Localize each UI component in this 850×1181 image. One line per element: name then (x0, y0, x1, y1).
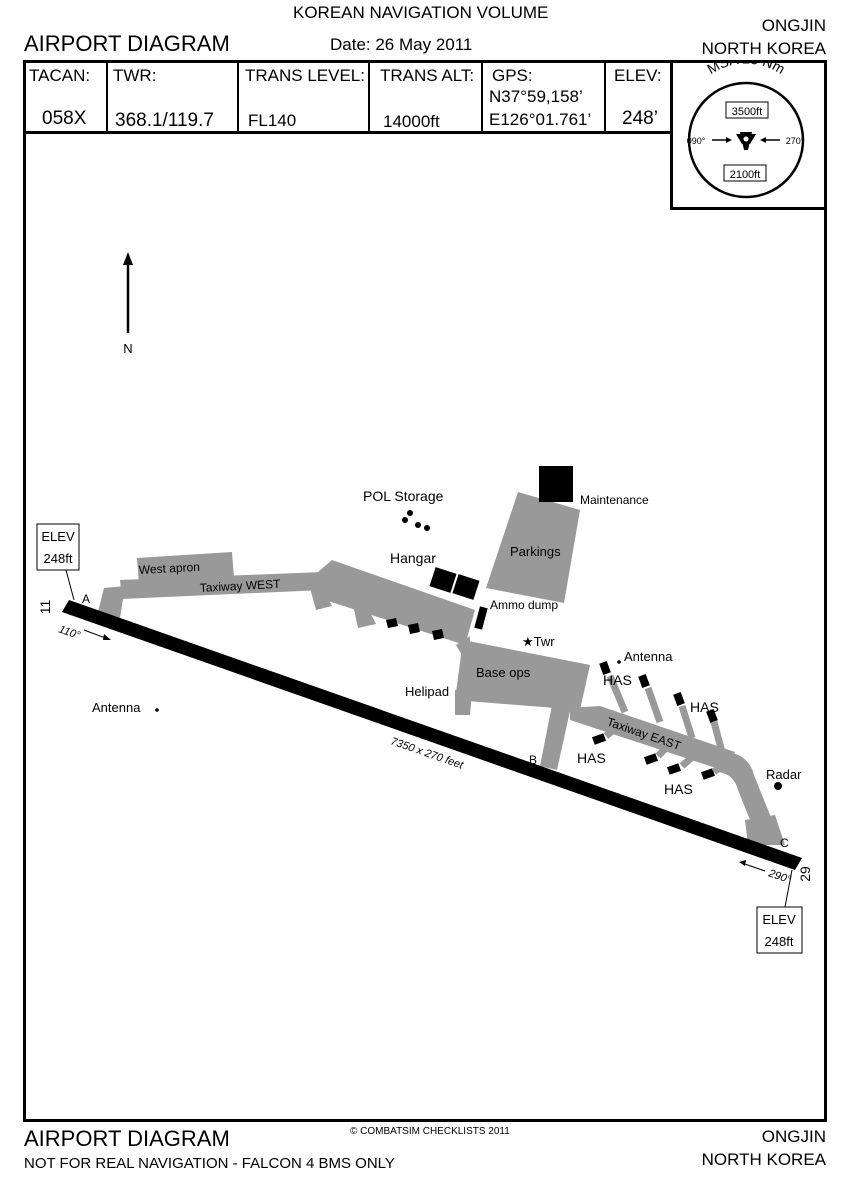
msa-box (670, 60, 827, 210)
elev-box-east-label: ELEV (762, 912, 796, 927)
hangar-1 (429, 567, 457, 593)
parkings-label: Parkings (510, 544, 561, 559)
header-city: ONGJIN (761, 16, 826, 35)
trans-alt-value: 14000ft (383, 112, 440, 131)
elev-box-east-value: 248ft (765, 934, 794, 949)
cell-divider (604, 61, 606, 132)
info-strip-divider (23, 131, 673, 134)
has-shelters (591, 660, 718, 780)
trans-level-value: FL140 (248, 111, 297, 130)
gps-longitude: E126°01.761’ (489, 110, 592, 129)
has-label-3: HAS (577, 750, 606, 766)
parkings-area (486, 492, 580, 603)
header-country: NORTH KOREA (701, 39, 826, 58)
west-apron (137, 552, 234, 584)
msa-right-bearing: 270° (786, 136, 805, 146)
tacan-label: TACAN: (29, 66, 91, 85)
trans-alt-label: TRANS ALT: (380, 66, 475, 85)
footer-title: AIRPORT DIAGRAM (24, 1126, 230, 1151)
gps-label: GPS: (492, 66, 533, 85)
ammo-dump-label: Ammo dump (490, 598, 558, 612)
footer-disclaimer: NOT FOR REAL NAVIGATION - FALCON 4 BMS O… (24, 1155, 395, 1172)
pol-storage-tanks (402, 510, 430, 531)
page-title: AIRPORT DIAGRAM (24, 31, 230, 56)
footer-copyright: © COMBATSIM CHECKLISTS 2011 (350, 1126, 510, 1137)
runway-end-11: 11 (37, 600, 53, 615)
cell-divider (237, 61, 239, 132)
heading-110: 110° (57, 623, 82, 642)
maintenance-label: Maintenance (580, 493, 649, 507)
volume-title: KOREAN NAVIGATION VOLUME (293, 3, 549, 22)
hangar-label: Hangar (390, 550, 436, 566)
msa-circle (687, 81, 805, 199)
msa-diagram: MSA 25 Nm 3500ft 2100ft 090° 270° (687, 62, 805, 199)
north-label: N (123, 341, 132, 356)
elev-box-west-label: ELEV (41, 529, 75, 544)
hangar-2 (452, 574, 480, 600)
elev-label: ELEV: (614, 66, 662, 85)
gps-latitude: N37°59,158’ (489, 87, 583, 106)
pol-storage-label: POL Storage (363, 488, 444, 504)
footer-country: NORTH KOREA (701, 1150, 826, 1169)
radar-dot (774, 782, 782, 790)
base-ops-label: Base ops (476, 665, 531, 680)
elev-box-east (756, 906, 803, 954)
taxi-c-label: C (780, 836, 789, 850)
twr-value: 368.1/119.7 (115, 110, 214, 131)
has-label-4: HAS (664, 781, 693, 797)
runway-11-29 (62, 600, 802, 870)
footer-city: ONGJIN (761, 1127, 826, 1146)
msa-north-alt: 3500ft (732, 106, 763, 118)
base-ops-area (455, 640, 590, 710)
antenna-east-label: Antenna (624, 649, 673, 664)
west-apron-label: West apron (138, 560, 200, 577)
elev-box-west (36, 523, 80, 571)
antenna-west-label: Antenna (92, 700, 141, 715)
tower-label: ★Twr (522, 634, 555, 649)
antenna-west-dot (155, 708, 159, 712)
msa-left-bearing: 090° (687, 136, 706, 146)
trans-level-label: TRANS LEVEL: (245, 66, 365, 85)
elev-value: 248’ (622, 108, 658, 129)
msa-south-alt: 2100ft (730, 169, 761, 181)
maintenance-building (539, 466, 573, 502)
radar-label: Radar (766, 767, 802, 782)
runway-end-29: 29 (797, 866, 813, 882)
cell-divider (481, 61, 483, 132)
taxiway-pavement (98, 492, 785, 845)
elev-box-west-value: 248ft (44, 551, 73, 566)
taxi-b-label: B (529, 753, 537, 767)
shelters-west (386, 618, 444, 640)
helipad-label: Helipad (405, 684, 449, 699)
cell-divider (368, 61, 370, 132)
tacan-value: 058X (42, 108, 87, 129)
taxiway-west-label: Taxiway WEST (199, 577, 281, 595)
twr-label: TWR: (113, 66, 157, 85)
has-label-1: HAS (603, 672, 632, 688)
chart-date: Date: 26 May 2011 (330, 35, 473, 54)
has-label-2: HAS (690, 699, 719, 715)
antenna-east-dot (617, 660, 621, 664)
chart-frame (23, 60, 827, 1122)
ammo-dump (474, 606, 488, 630)
taxi-a-label: A (82, 592, 90, 606)
cell-divider (106, 61, 108, 132)
